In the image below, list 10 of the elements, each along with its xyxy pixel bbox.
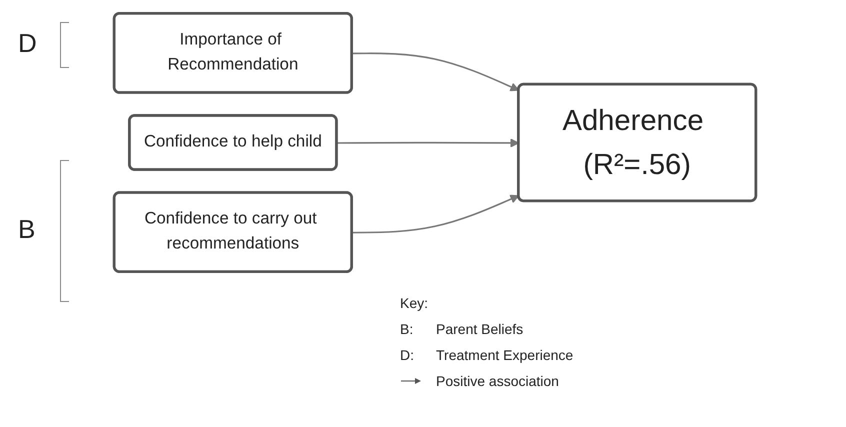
key-heading: Key: xyxy=(400,294,430,313)
key-letter: B: xyxy=(400,320,414,339)
group-label: D xyxy=(18,28,37,59)
key-text: Parent Beliefs xyxy=(436,320,524,339)
arrow xyxy=(352,194,520,234)
legend-text: Positive association xyxy=(436,372,559,391)
key-text: Treatment Experience xyxy=(436,346,574,365)
key-letter: D: xyxy=(400,346,415,365)
group-label: B xyxy=(18,214,36,245)
arrow xyxy=(352,52,520,92)
